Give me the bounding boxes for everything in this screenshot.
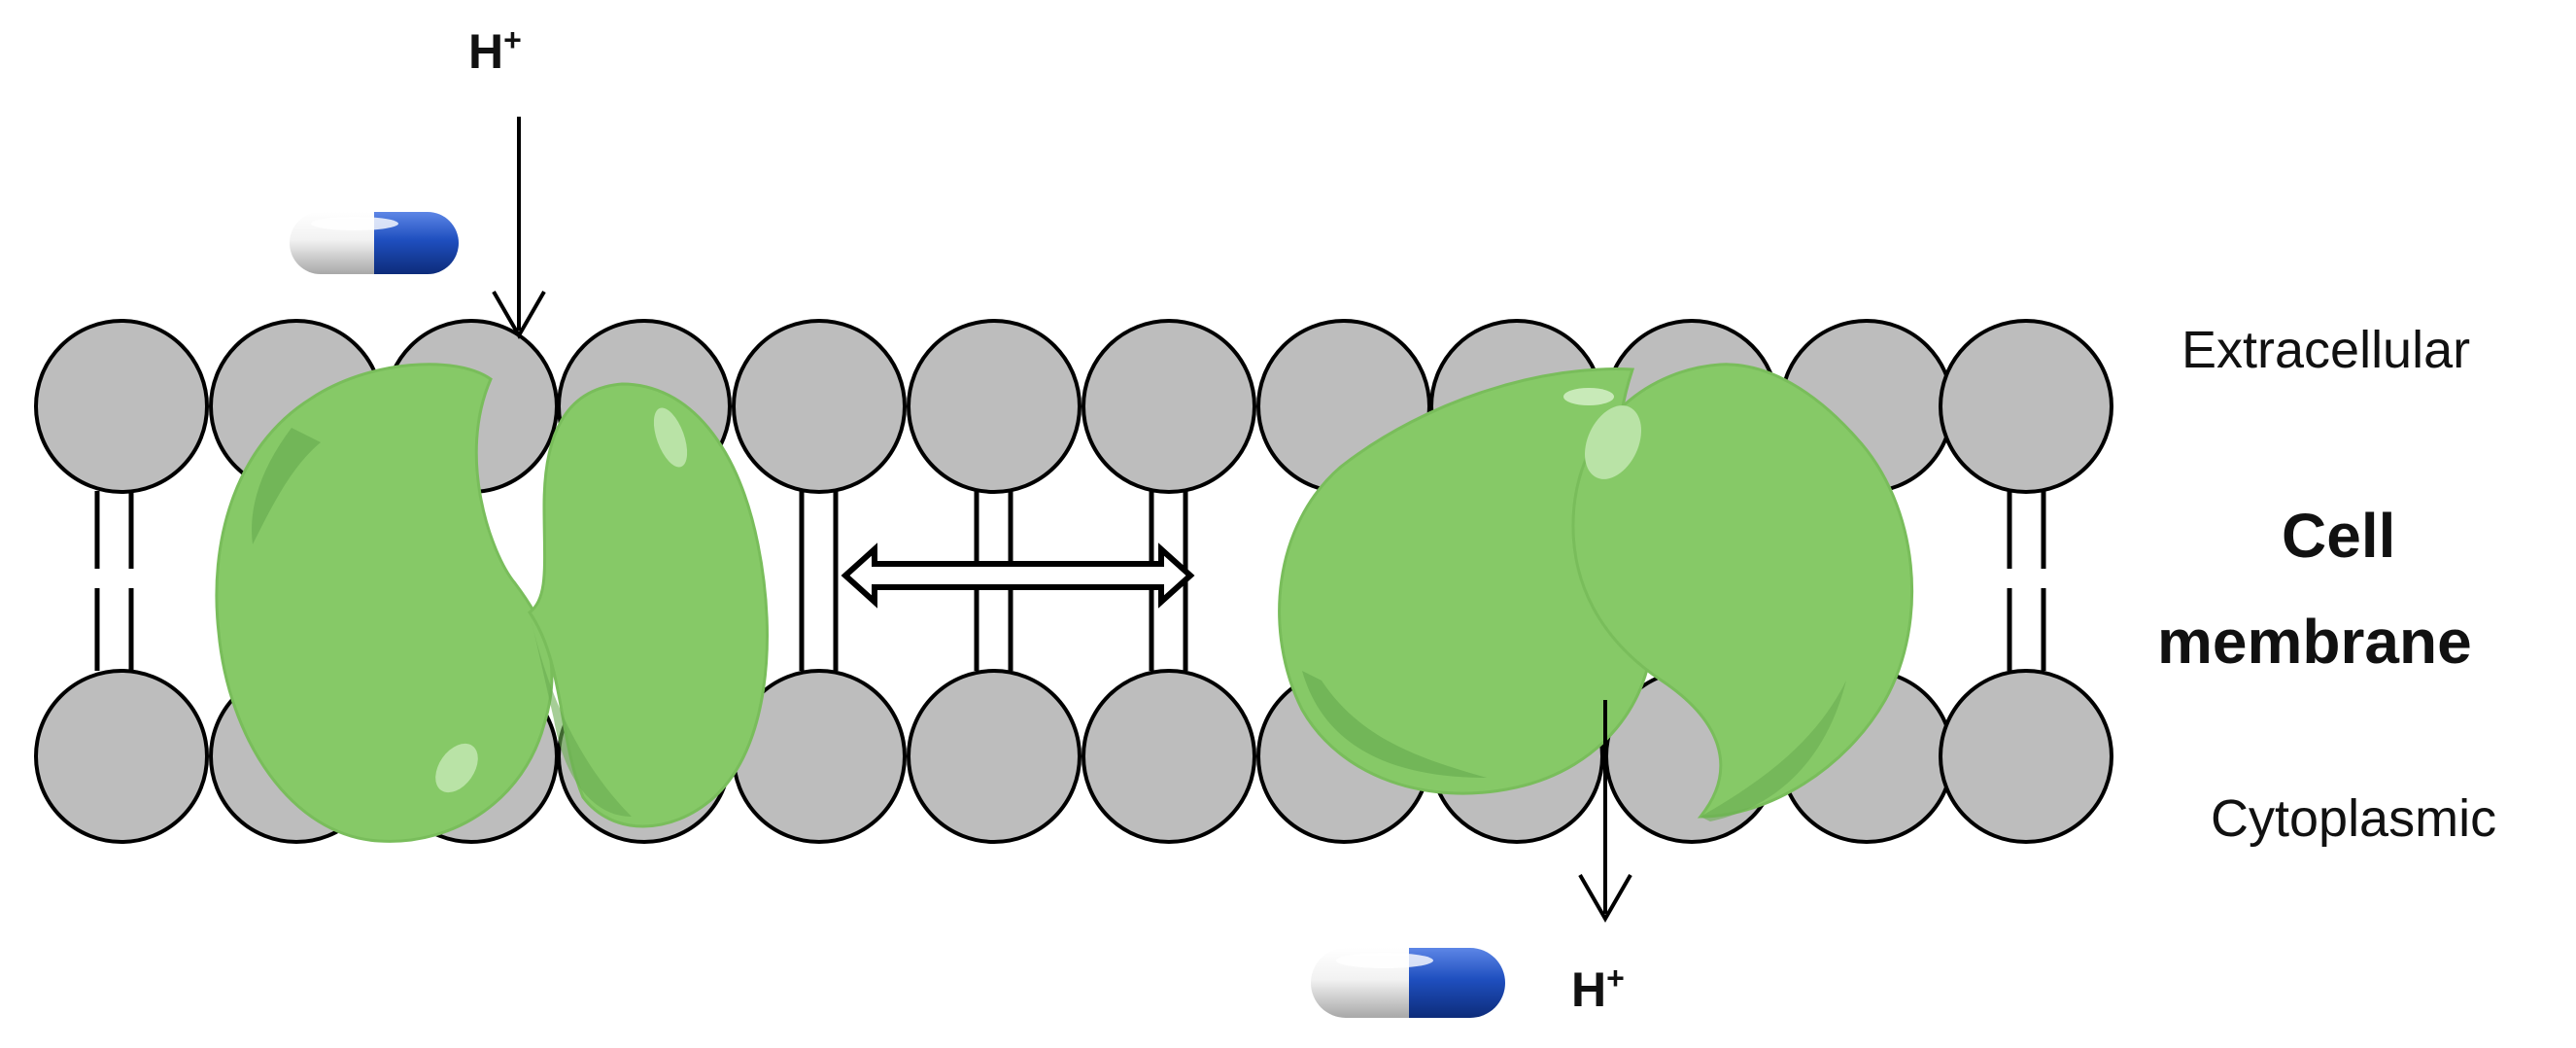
cytoplasmic-label: Cytoplasmic xyxy=(2211,789,2496,848)
transporter-protein-icon xyxy=(215,363,769,843)
double-headed-arrow-icon xyxy=(841,542,1195,609)
proton-arrow-in xyxy=(492,117,546,339)
membrane-label-line1: Cell xyxy=(2282,501,2395,571)
membrane-label-line2: membrane xyxy=(2157,607,2472,677)
transporter-protein-icon xyxy=(1278,363,1914,821)
proton-label-top: H+ xyxy=(468,22,522,79)
transporter-left-lobe xyxy=(215,363,554,843)
proton-label-bottom: H+ xyxy=(1571,961,1625,1017)
transporter-right-lobe xyxy=(527,382,769,828)
capsule-icon xyxy=(290,212,459,274)
proton-arrow-out xyxy=(1578,700,1632,923)
capsule-icon xyxy=(1311,948,1505,1018)
extracellular-label: Extracellular xyxy=(2181,321,2470,379)
lipid-tails xyxy=(94,491,2046,671)
